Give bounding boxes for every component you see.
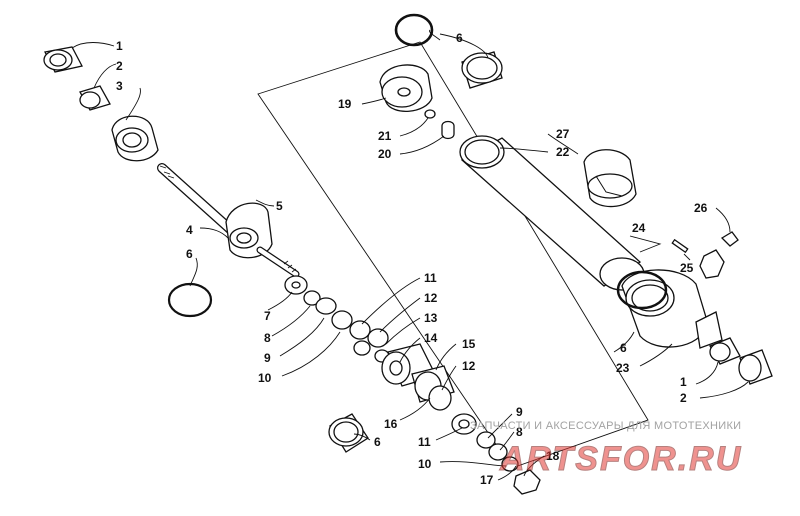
part-bushing-left (43, 46, 83, 73)
callout-19: 19 (338, 97, 352, 111)
callout-4: 4 (186, 223, 193, 237)
callout-27: 27 (556, 127, 570, 141)
callout-12-upper: 12 (424, 291, 438, 305)
callout-25: 25 (680, 261, 694, 275)
part-bushing-right (709, 337, 773, 385)
callout-14: 14 (424, 331, 438, 345)
leader-lines (71, 29, 749, 481)
part-ring-top (461, 51, 503, 89)
callout-8-upper: 8 (264, 331, 271, 345)
callout-6-top: 6 (456, 31, 463, 45)
callout-21: 21 (378, 129, 392, 143)
callout-11-lower: 11 (418, 435, 431, 449)
watermark-logo: ARTSFOR.RU (499, 440, 742, 479)
callout-24: 24 (632, 221, 646, 235)
callout-10-upper: 10 (258, 371, 272, 385)
part-lower-washers (451, 413, 541, 495)
callout-6-lower: 6 (374, 435, 381, 449)
part-o-ring-left (167, 282, 213, 318)
callout-11-upper: 11 (424, 271, 437, 285)
svg-text:ARTSFOR.RU: ARTSFOR.RU (499, 440, 742, 478)
part-valve-small (424, 109, 455, 140)
part-bladder (583, 149, 637, 208)
part-eye-mount (111, 115, 159, 162)
callout-13: 13 (424, 311, 438, 325)
part-piston (381, 343, 455, 411)
callout-6-left: 6 (186, 247, 193, 261)
callout-22: 22 (556, 145, 570, 159)
part-reservoir-body (459, 135, 645, 291)
callout-9-lower: 9 (516, 405, 523, 419)
callout-7: 7 (264, 309, 271, 323)
assembly-outline (257, 41, 649, 469)
callout-8-lower: 8 (516, 425, 523, 439)
part-bearing-ring-lower (328, 413, 369, 453)
part-valve-washers (284, 275, 390, 363)
callout-2-right: 2 (680, 391, 687, 405)
callout-1-left: 1 (116, 39, 123, 53)
callout-18: 18 (546, 449, 560, 463)
callout-12-lower: 12 (462, 359, 476, 373)
callout-20: 20 (378, 147, 392, 161)
callout-17: 17 (480, 473, 494, 487)
callout-9-upper: 9 (264, 351, 271, 365)
callout-26: 26 (694, 201, 708, 215)
callout-2-left: 2 (116, 59, 123, 73)
part-rod-end (256, 246, 300, 278)
callout-5: 5 (276, 199, 283, 213)
callout-10-lower: 10 (418, 457, 432, 471)
part-reservoir-cap (379, 64, 433, 113)
part-o-ring-top (394, 13, 434, 47)
part-body-eye (621, 269, 723, 349)
part-sleeve-left (79, 85, 111, 111)
callout-3: 3 (116, 79, 123, 93)
part-adjuster (671, 231, 739, 279)
callout-1-right: 1 (680, 375, 687, 389)
part-bumper (225, 202, 273, 259)
watermark-tagline: ЗАПЧАСТИ И АКСЕССУАРЫ ДЛЯ МОТОТЕХНИКИ (470, 420, 742, 432)
callout-15: 15 (462, 337, 476, 351)
callout-6-right: 6 (620, 341, 627, 355)
callout-16: 16 (384, 417, 398, 431)
part-o-ring-body (616, 270, 668, 310)
callout-23: 23 (616, 361, 630, 375)
